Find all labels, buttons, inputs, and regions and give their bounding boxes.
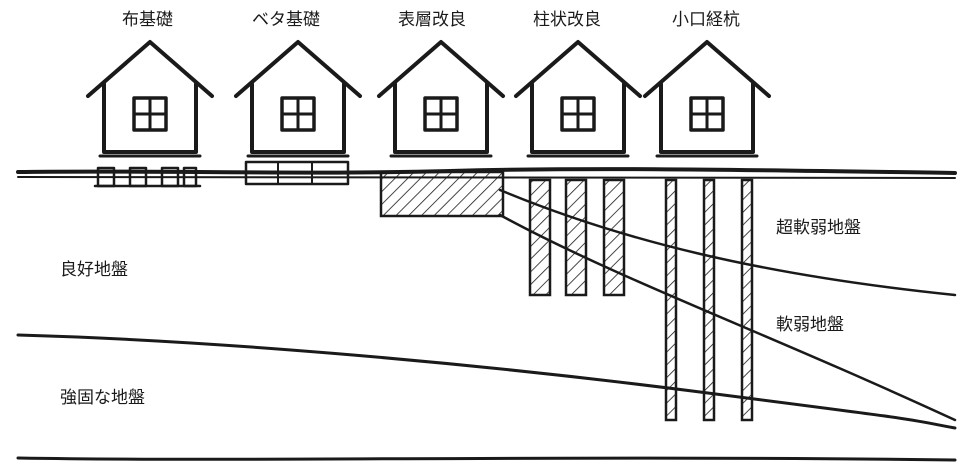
firm-ground-boundary bbox=[16, 333, 957, 430]
column-improvement bbox=[528, 178, 626, 297]
mat-foundation bbox=[244, 160, 350, 186]
house-roof bbox=[514, 40, 642, 98]
house-wall bbox=[393, 82, 489, 154]
small-diameter-piles bbox=[664, 178, 754, 422]
house-2 bbox=[234, 40, 362, 158]
house-roof bbox=[86, 40, 214, 98]
house-roof bbox=[377, 40, 505, 98]
house-1 bbox=[86, 40, 214, 158]
bottom-boundary bbox=[16, 456, 957, 462]
label-very-soft-ground: 超軟弱地盤 bbox=[776, 218, 861, 238]
house-wall bbox=[250, 82, 346, 154]
label-soft-ground: 軟弱地盤 bbox=[776, 315, 844, 335]
surface-improvement bbox=[379, 170, 505, 218]
house-wall bbox=[659, 82, 755, 154]
label-mat-foundation: ベタ基礎 bbox=[252, 10, 320, 30]
label-column-improvement: 柱状改良 bbox=[533, 10, 601, 30]
strip-foundation bbox=[93, 166, 202, 188]
label-firm-ground: 強固な地盤 bbox=[60, 388, 145, 408]
label-strip-foundation: 布基礎 bbox=[122, 10, 173, 30]
label-small-piles: 小口経杭 bbox=[672, 10, 740, 30]
house-roof bbox=[234, 40, 362, 98]
house-4 bbox=[514, 40, 642, 158]
label-good-ground: 良好地盤 bbox=[60, 260, 128, 280]
house-3 bbox=[377, 40, 505, 158]
label-surface-improvement: 表層改良 bbox=[398, 10, 466, 30]
house-5 bbox=[643, 40, 771, 158]
house-wall bbox=[102, 82, 198, 154]
house-wall bbox=[530, 82, 626, 154]
house-roof bbox=[643, 40, 771, 98]
